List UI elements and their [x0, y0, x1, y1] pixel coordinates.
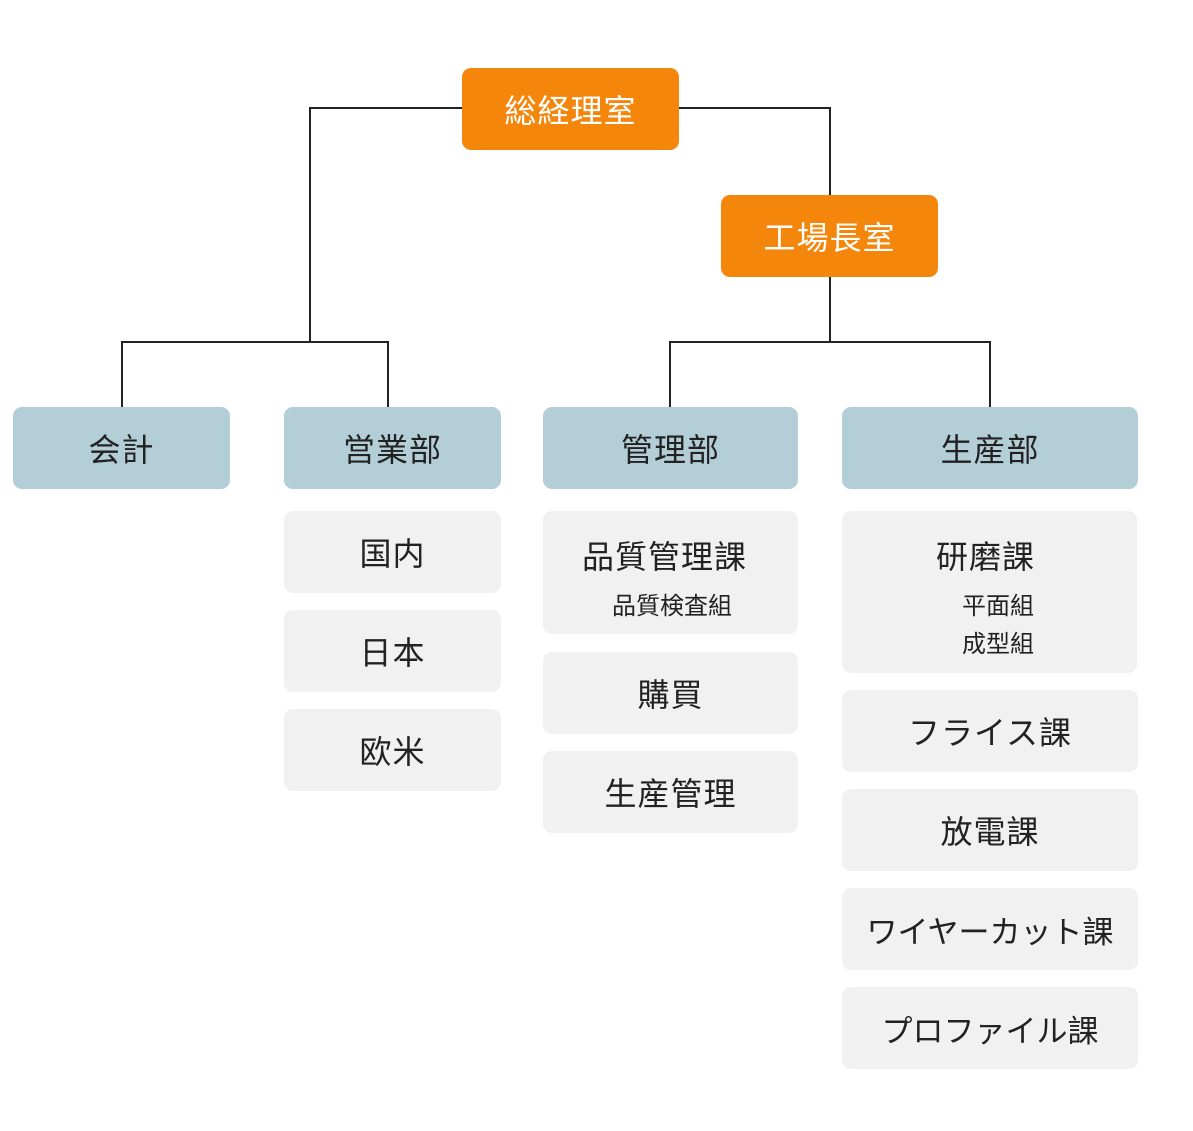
president-office-label: 総経理室	[504, 92, 637, 130]
sales-unit-japan: 日本	[284, 610, 501, 692]
management-department-label: 管理部	[620, 431, 720, 469]
edm-section-box: 放電課	[842, 789, 1138, 871]
connector-president-left	[309, 107, 463, 342]
accounting-label: 会計	[88, 431, 155, 469]
polishing-section-box	[842, 511, 1137, 673]
purchasing-label: 購買	[637, 676, 704, 714]
polishing-section-label: 研磨課	[936, 538, 1036, 576]
sales-department-label: 営業部	[342, 431, 442, 469]
quality-control-section-label: 品質管理課	[582, 538, 748, 576]
forming-group-label: 成型組	[962, 630, 1034, 658]
connector-president-factory	[678, 107, 831, 196]
accounting-box: 会計	[13, 407, 230, 489]
production-department-box: 生産部	[842, 407, 1138, 489]
production-control-label: 生産管理	[604, 775, 737, 813]
edm-section-label: 放電課	[940, 813, 1040, 851]
sales-unit-domestic: 国内	[284, 511, 501, 593]
quality-inspection-group-label: 品質検査組	[612, 592, 732, 620]
wire-cut-section-box: ワイヤーカット課	[842, 888, 1138, 970]
president-office-box: 総経理室	[462, 68, 679, 150]
quality-control-section-box	[543, 511, 798, 634]
milling-section-label: フライス課	[907, 714, 1073, 752]
connector-management-production	[669, 341, 991, 408]
profile-section-label: プロファイル課	[881, 1013, 1099, 1050]
production-control-box: 生産管理	[543, 751, 798, 833]
milling-section-box: フライス課	[842, 690, 1138, 772]
sales-unit-europe-america: 欧米	[284, 709, 501, 791]
flat-group-label: 平面組	[962, 592, 1034, 620]
factory-director-office-label: 工場長室	[763, 219, 896, 257]
management-department-box: 管理部	[543, 407, 798, 489]
connector-accounting-sales	[121, 341, 389, 408]
production-department-label: 生産部	[940, 431, 1040, 469]
wire-cut-section-label: ワイヤーカット課	[866, 914, 1114, 951]
sales-unit-label: 欧米	[359, 733, 426, 771]
purchasing-box: 購買	[543, 652, 798, 734]
profile-section-box: プロファイル課	[842, 987, 1138, 1069]
sales-unit-label: 日本	[359, 634, 426, 672]
sales-unit-label: 国内	[359, 535, 426, 573]
sales-department-box: 営業部	[284, 407, 501, 489]
factory-director-office-box: 工場長室	[721, 195, 938, 277]
